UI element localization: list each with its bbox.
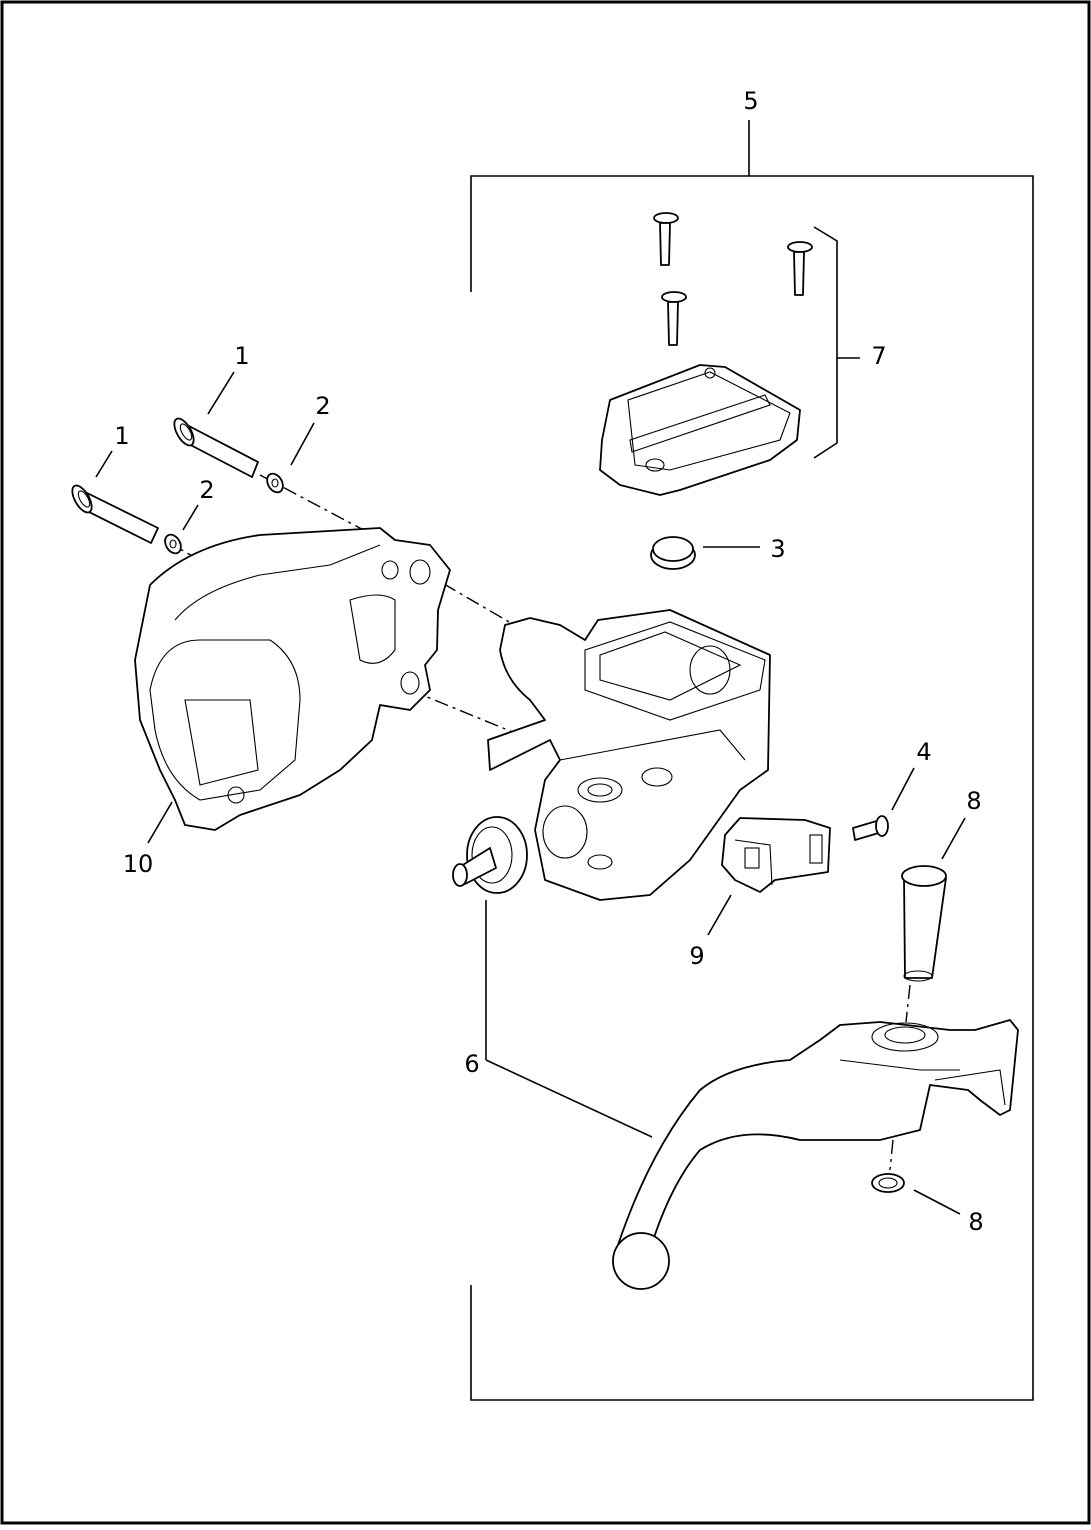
pivot-pin-lower (71, 484, 159, 544)
washer-lower (164, 533, 182, 555)
callout-label: 10 (123, 850, 154, 878)
callout-label: 2 (199, 476, 214, 504)
master-cylinder-body (487, 609, 771, 901)
callout-label: 2 (315, 392, 330, 420)
brake-switch (721, 817, 831, 893)
callout-label: 9 (689, 942, 704, 970)
clamp-housing (134, 527, 451, 831)
cover-screw-2 (787, 241, 813, 296)
callout-label: 8 (966, 787, 981, 815)
callout-label: 4 (916, 738, 931, 766)
callout-labels: 1 1 2 2 3 4 5 6 7 8 8 9 10 (114, 87, 983, 1236)
bracket-7 (813, 226, 860, 459)
cover-screw-1 (653, 212, 679, 266)
callout-label: 1 (234, 342, 249, 370)
callout-label: 3 (770, 535, 785, 563)
dust-boot (452, 816, 528, 894)
diaphragm-cap (650, 536, 696, 570)
callout-label: 1 (114, 422, 129, 450)
pivot-pin-upper (173, 417, 259, 478)
reservoir-cover (599, 364, 801, 496)
lever-pivot-pin (901, 865, 947, 982)
retaining-clip (871, 1173, 905, 1193)
washer-upper (266, 472, 284, 494)
switch-screw (852, 815, 889, 841)
leader-lines (95, 371, 966, 1215)
hand-lever (612, 1019, 1019, 1290)
callout-label: 6 (464, 1050, 479, 1078)
callout-label: 7 (871, 342, 886, 370)
assembly-bracket-5 (470, 120, 1034, 1401)
callout-label: 5 (743, 87, 758, 115)
callout-label: 8 (968, 1208, 983, 1236)
cover-screw-3 (661, 291, 687, 346)
